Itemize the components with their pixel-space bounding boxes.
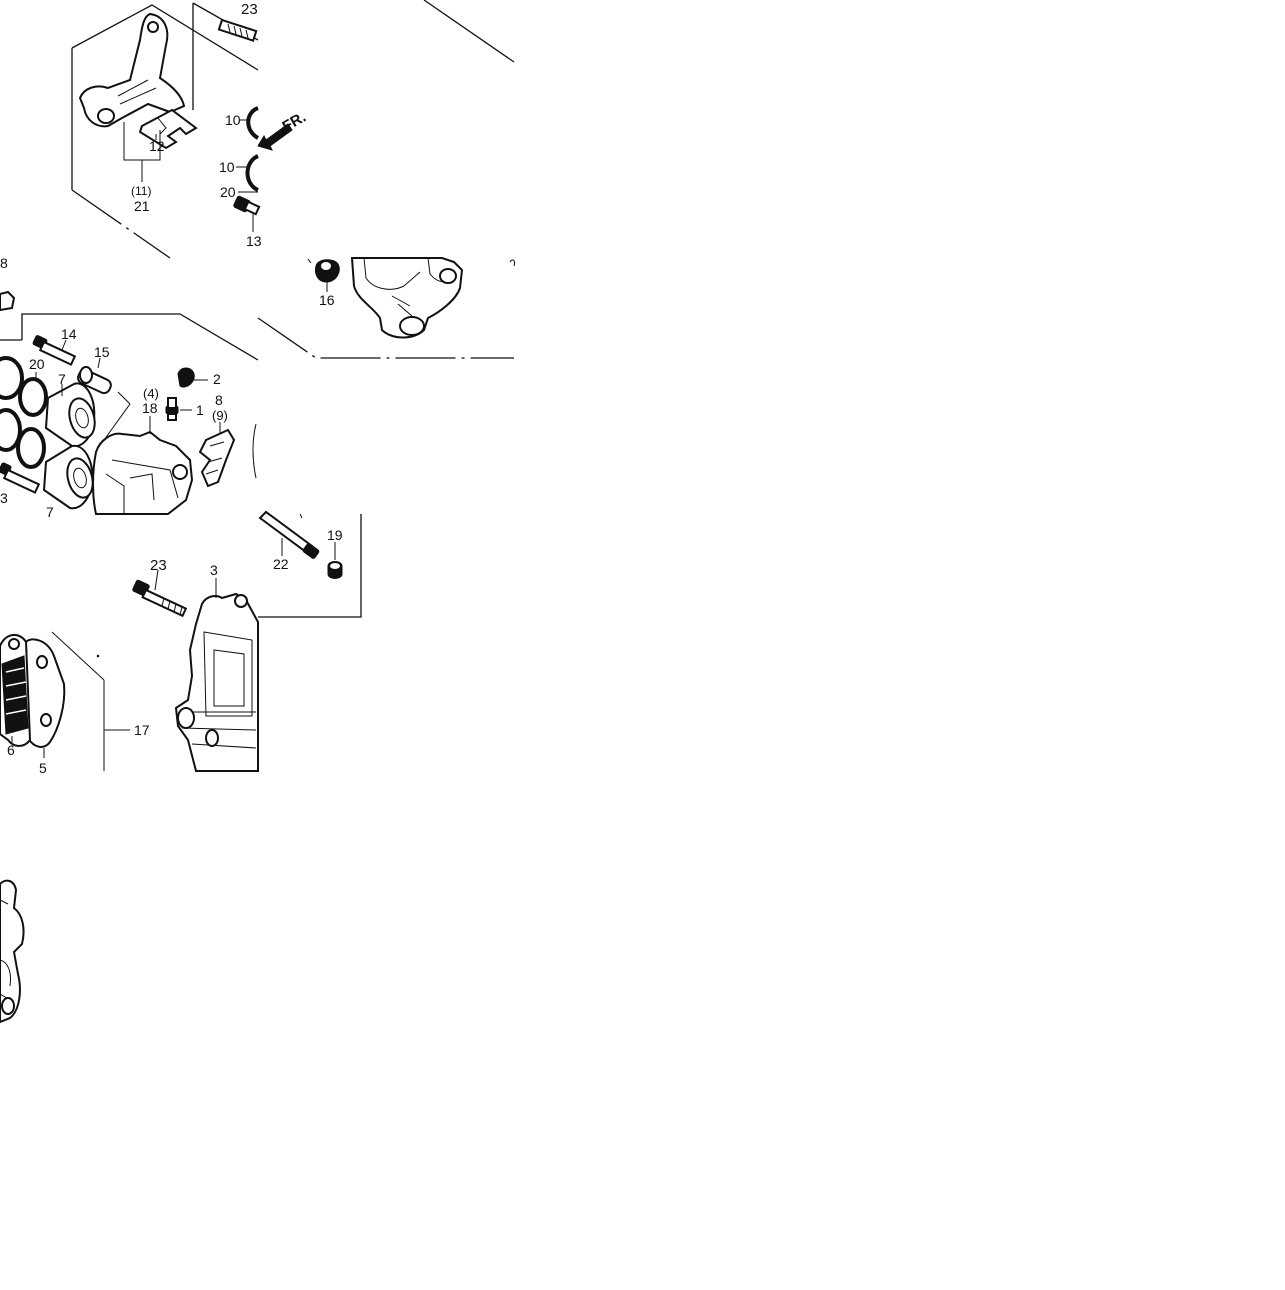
- callout-2: 2: [213, 371, 221, 387]
- caliper-body-port: [439, 268, 457, 284]
- bracket-upper-hole: [147, 21, 159, 33]
- caliper-assembly-3: [174, 592, 259, 772]
- tile-caliper-fragment: [0, 879, 25, 1024]
- bolt-13-top: [233, 195, 261, 216]
- o-ring-10-upper: [246, 106, 260, 140]
- caliper-side-fragment: [0, 879, 25, 1024]
- callout-13-top: 13: [246, 233, 262, 249]
- callout-9: (9): [212, 408, 228, 423]
- callout-23-lower: 23: [150, 557, 167, 574]
- caliper-3-window: [203, 631, 253, 717]
- caliper-bracket: [78, 12, 186, 128]
- callout-4: (4): [143, 386, 159, 401]
- callout-10-upper: 10: [225, 112, 241, 128]
- bracket-detail-lines: [117, 79, 157, 105]
- pin-boot-15: [77, 366, 112, 395]
- piston-7-upper: [44, 382, 96, 448]
- leader-15: [97, 357, 101, 369]
- callout-22: 22: [273, 556, 289, 572]
- pad-pin-22: [258, 510, 320, 559]
- brake-pad-5: [24, 638, 66, 748]
- callout-14: 14: [61, 326, 77, 342]
- leader-23b: [154, 569, 159, 591]
- piston-7-lower: [42, 444, 94, 510]
- pad-spring: [138, 108, 198, 150]
- bracket-group-outline: [71, 4, 259, 71]
- callout-8: 8: [215, 392, 223, 408]
- caliper-3-piston-end-2: [205, 729, 219, 747]
- frame-row3-right: [258, 514, 362, 618]
- dust-seal-20-upper: [18, 377, 48, 417]
- caliper-body-18: [92, 430, 194, 515]
- callout-19: 19: [327, 527, 343, 543]
- edge-tick: [299, 513, 303, 519]
- leader-7-stub: [307, 258, 312, 264]
- brake-pad-6: [0, 634, 32, 747]
- bleeder-valve-1: [165, 397, 179, 421]
- callout-12: 12: [149, 138, 165, 154]
- callout-20-top: 20: [220, 184, 236, 200]
- frame-diagonal-top: [423, 0, 515, 63]
- caliper-body-ribs: [391, 295, 413, 317]
- callout-20-seal: 20: [29, 356, 45, 372]
- leader-18-axis: [103, 403, 131, 441]
- leader-14: [61, 339, 67, 351]
- front-direction-arrow: [257, 123, 293, 151]
- tile-front-arrow: FR.: [280, 0, 515, 135]
- callout-6: 6: [7, 742, 15, 758]
- bleeder-cap-2: [177, 367, 195, 388]
- caliper-bolt-23-lower: [132, 579, 188, 618]
- callout-8-left: 8: [0, 255, 8, 271]
- frame-bottom-edge: [71, 189, 171, 259]
- bracket-bolt-hole: [97, 108, 115, 124]
- callout-10-lower: 10: [219, 159, 235, 175]
- edge-fragment: [509, 259, 515, 267]
- o-ring-10-lower: [245, 154, 260, 192]
- pad-retainer-detail: [205, 441, 225, 475]
- callout-5: 5: [39, 760, 47, 776]
- caliper-3-bleeder: [234, 594, 248, 608]
- callout-15: 15: [94, 344, 110, 360]
- leader-15-axis: [117, 391, 131, 405]
- edge-fragment-mid: [252, 423, 257, 479]
- caliper-body-18-port: [172, 464, 188, 480]
- tile-caliper-body-top: 16: [257, 257, 515, 359]
- caliper-body-18-detail: [105, 459, 179, 514]
- dust-seal-lower: [16, 427, 46, 469]
- tile-caliper-and-pads: 23 3 6 5 17: [0, 557, 259, 776]
- bleeder-cap-16: [315, 259, 340, 283]
- pad-retainer-8: [198, 428, 236, 488]
- caliper-body-boss: [399, 316, 425, 336]
- callout-13-lower: 3: [0, 490, 8, 506]
- speck: [96, 654, 100, 658]
- callout-11: (11): [131, 184, 151, 198]
- callout-23-top: 23: [241, 1, 258, 18]
- slide-pin-14: [32, 335, 77, 366]
- tile-pins-and-boot: 22 19: [258, 510, 362, 618]
- slide-pin-13-lower: [0, 462, 41, 494]
- callout-7-upper: 7: [58, 371, 66, 387]
- tile-caliper-bracket: 23 10 10 20 13 12 (11) 21: [71, 1, 293, 259]
- caliper-3-piston-end: [177, 707, 195, 729]
- frame-row2-top: [21, 313, 259, 361]
- caliper-bolt-23-top: [217, 18, 258, 42]
- callout-16: 16: [319, 292, 335, 308]
- callout-1: 1: [196, 402, 204, 418]
- callout-7-lower: 7: [46, 504, 54, 520]
- pad-spring-detail: [157, 117, 167, 135]
- piston-seal-upper-left: [0, 356, 24, 400]
- piston-seal-lower-left: [0, 408, 22, 452]
- frame-row2-bottom: [257, 317, 514, 359]
- callout-17: 17: [134, 722, 150, 738]
- pin-boot-19: [327, 561, 343, 579]
- caliper-fragment-boss: [1, 997, 15, 1015]
- tile-caliper-seals: 8 14 15 20: [0, 255, 259, 520]
- nut-8-left: [0, 290, 16, 312]
- pad-set-frame-top: [51, 631, 105, 681]
- callout-21: 21: [134, 198, 150, 214]
- callout-18: 18: [142, 400, 158, 416]
- callout-3: 3: [210, 562, 218, 578]
